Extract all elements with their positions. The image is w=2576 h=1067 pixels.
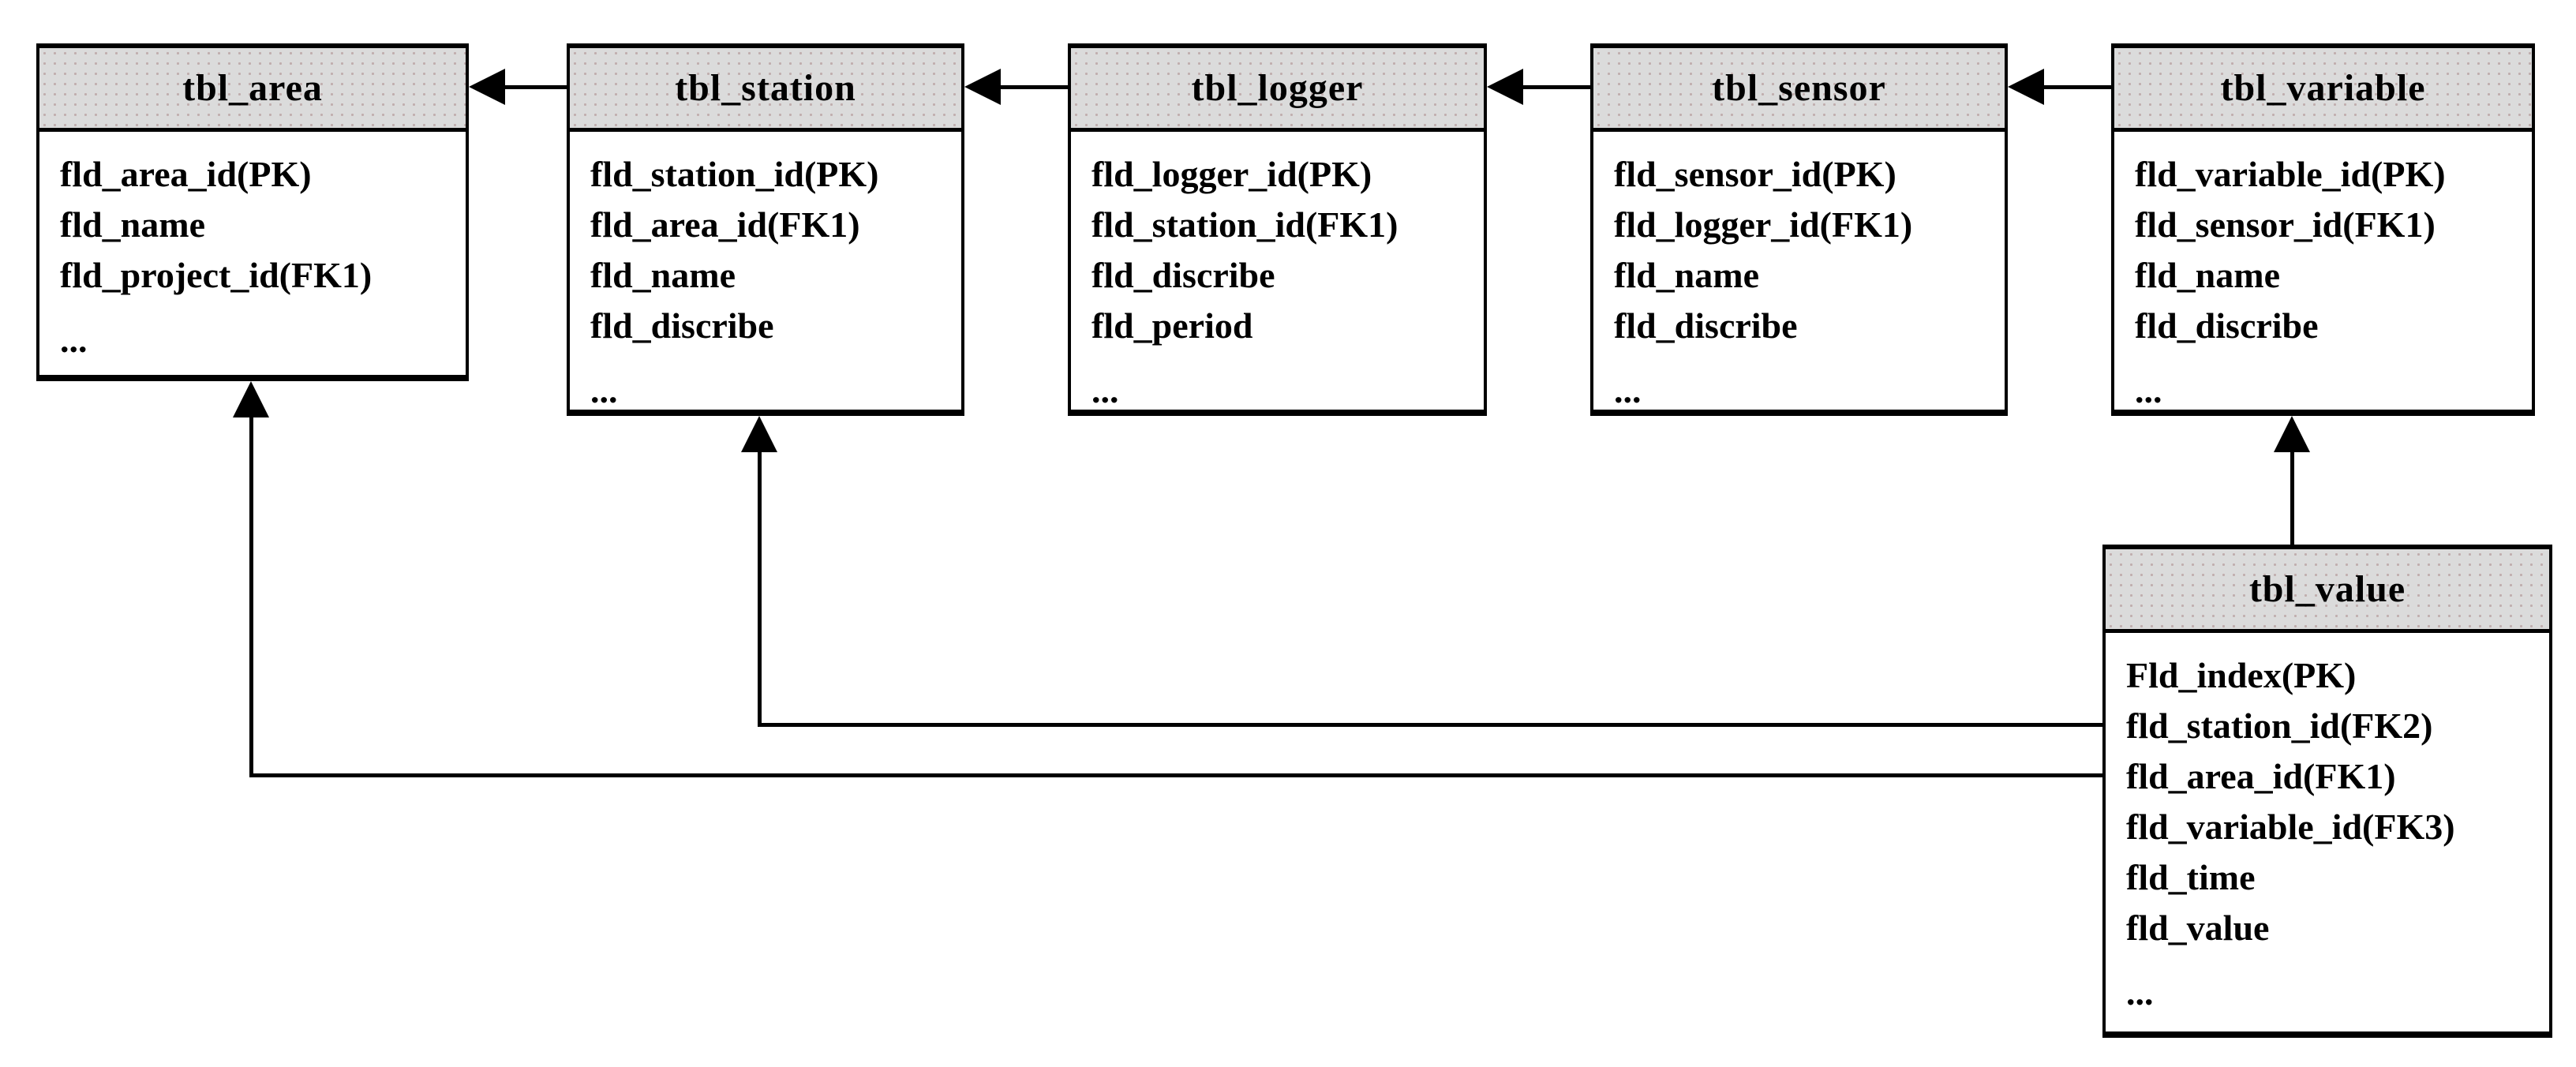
table-header-tbl-logger: tbl_logger [1071,48,1484,132]
table-field: fld_sensor_id(FK1) [2135,204,2436,245]
table-field: fld_name [590,255,736,295]
table-field: fld_station_id(PK) [590,154,879,194]
table-field-ellipsis: ... [1091,370,1119,410]
relation-line-logger-to-station [998,85,1068,89]
table-field-ellipsis: ... [60,320,88,360]
relation-line-value-to-area-horizontal [249,773,2102,777]
table-field: fld_name [60,204,205,245]
table-field-ellipsis: ... [2126,972,2154,1013]
arrowhead-value-to-area [233,381,269,417]
table-header-tbl-variable: tbl_variable [2114,48,2532,132]
table-field: fld_station_id(FK2) [2126,706,2433,746]
table-field: fld_name [2135,255,2280,295]
table-field: fld_area_id(FK1) [2126,756,2396,796]
relation-line-value-to-station-horizontal [758,723,2102,727]
table-field: fld_logger_id(PK) [1091,154,1372,194]
table-field: fld_time [2126,857,2256,897]
table-header-tbl-area: tbl_area [39,48,466,132]
table-field: fld_logger_id(FK1) [1614,204,1913,245]
arrowhead-value-to-station [741,416,777,452]
relation-line-station-to-area [502,85,567,89]
table-field: fld_value [2126,908,2270,948]
table-body-tbl-value: Fld_index(PK) fld_station_id(FK2) fld_ar… [2106,633,2549,1018]
arrowhead-logger-to-station [964,69,1001,105]
table-field-ellipsis: ... [2135,370,2162,410]
table-body-tbl-logger: fld_logger_id(PK) fld_station_id(FK1) fl… [1071,132,1484,416]
arrowhead-sensor-to-logger [1487,69,1523,105]
table-field: fld_variable_id(PK) [2135,154,2446,194]
table-tbl-value: tbl_value Fld_index(PK) fld_station_id(F… [2102,545,2552,1038]
table-field: fld_period [1091,305,1253,346]
table-field: fld_sensor_id(PK) [1614,154,1896,194]
arrowhead-value-to-variable [2274,416,2310,452]
table-field: fld_area_id(FK1) [590,204,860,245]
relation-line-sensor-to-logger [1520,85,1590,89]
table-tbl-logger: tbl_logger fld_logger_id(PK) fld_station… [1068,43,1487,416]
table-tbl-station: tbl_station fld_station_id(PK) fld_area_… [567,43,964,416]
table-field: fld_discribe [1091,255,1275,295]
table-tbl-sensor: tbl_sensor fld_sensor_id(PK) fld_logger_… [1590,43,2008,416]
table-body-tbl-variable: fld_variable_id(PK) fld_sensor_id(FK1) f… [2114,132,2532,416]
arrowhead-variable-to-sensor [2008,69,2044,105]
table-body-tbl-sensor: fld_sensor_id(PK) fld_logger_id(FK1) fld… [1593,132,2005,416]
table-field: fld_station_id(FK1) [1091,204,1398,245]
relation-line-value-to-variable [2290,447,2294,545]
table-field: fld_project_id(FK1) [60,255,373,295]
table-field: Fld_index(PK) [2126,655,2357,695]
table-field-ellipsis: ... [590,370,618,410]
table-field: fld_discribe [590,305,774,346]
relation-line-value-to-area-vertical [249,413,253,777]
table-body-tbl-station: fld_station_id(PK) fld_area_id(FK1) fld_… [570,132,961,416]
table-tbl-variable: tbl_variable fld_variable_id(PK) fld_sen… [2111,43,2535,416]
table-field: fld_discribe [2135,305,2319,346]
table-body-tbl-area: fld_area_id(PK) fld_name fld_project_id(… [39,132,466,365]
table-field: fld_area_id(PK) [60,154,312,194]
table-header-tbl-value: tbl_value [2106,549,2549,633]
arrowhead-station-to-area [469,69,505,105]
table-header-tbl-station: tbl_station [570,48,961,132]
table-tbl-area: tbl_area fld_area_id(PK) fld_name fld_pr… [36,43,469,381]
table-field-ellipsis: ... [1614,370,1642,410]
relation-line-variable-to-sensor [2041,85,2111,89]
relation-line-value-to-station-vertical [758,447,762,727]
table-field: fld_name [1614,255,1759,295]
table-field: fld_discribe [1614,305,1798,346]
table-field: fld_variable_id(FK3) [2126,807,2455,847]
table-header-tbl-sensor: tbl_sensor [1593,48,2005,132]
